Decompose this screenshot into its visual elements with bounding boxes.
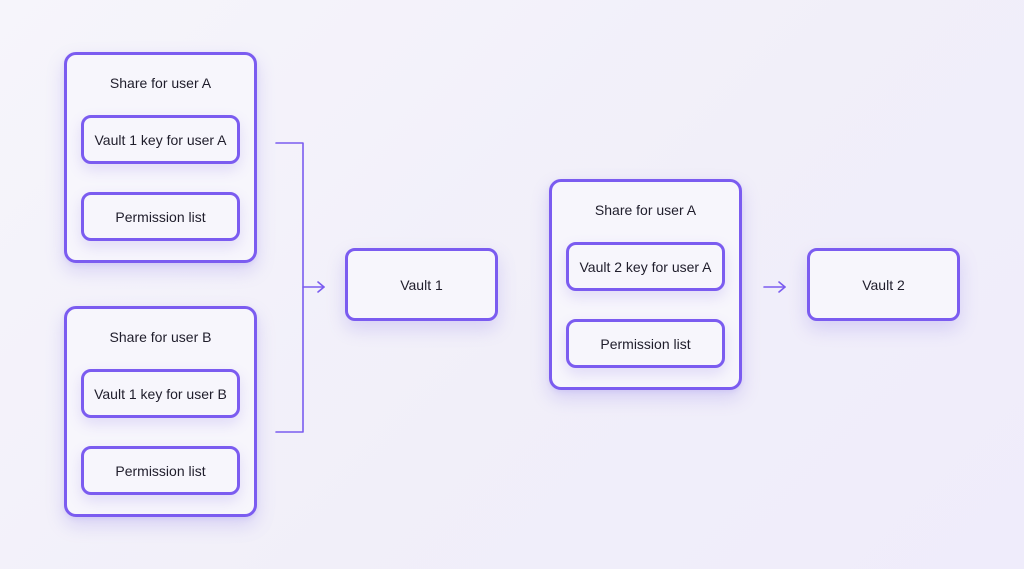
vault2-key-user-a: Vault 2 key for user A — [566, 242, 725, 291]
share-user-b-title: Share for user B — [109, 329, 212, 345]
merge-bracket — [275, 142, 304, 433]
vault1-key-user-a: Vault 1 key for user A — [81, 115, 240, 164]
share-user-b-group: Share for user B Vault 1 key for user B … — [64, 306, 257, 517]
permission-list-a: Permission list — [81, 192, 240, 241]
share-user-a-title: Share for user A — [109, 75, 212, 91]
vault-2: Vault 2 — [807, 248, 960, 321]
permission-list-c: Permission list — [566, 319, 725, 368]
permission-list-b: Permission list — [81, 446, 240, 495]
arrowhead-vault-1 — [317, 281, 325, 293]
share-user-a-vault2-group: Share for user A Vault 2 key for user A … — [549, 179, 742, 390]
vault1-key-user-b: Vault 1 key for user B — [81, 369, 240, 418]
share-user-a-vault2-title: Share for user A — [594, 202, 697, 218]
vault-1: Vault 1 — [345, 248, 498, 321]
share-user-a-group: Share for user A Vault 1 key for user A … — [64, 52, 257, 263]
arrowhead-vault-2 — [778, 281, 786, 293]
